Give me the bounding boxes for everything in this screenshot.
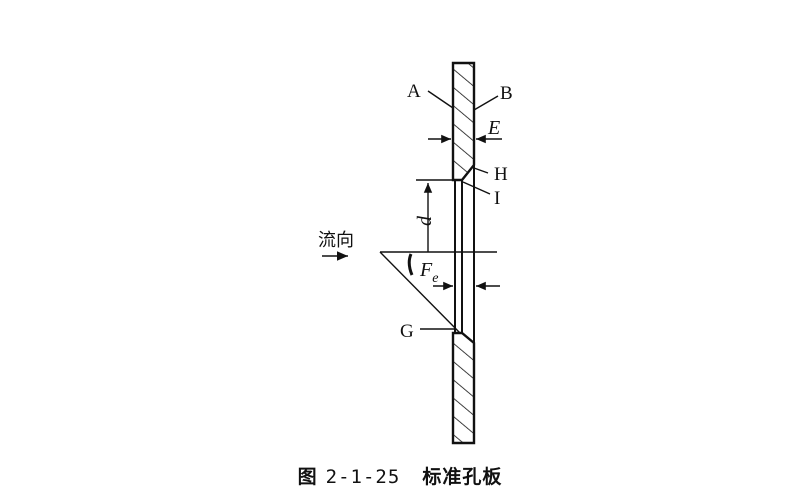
a-label: A <box>407 81 421 102</box>
bore-diameter-dimension <box>380 179 497 253</box>
e-label: E <box>487 117 500 139</box>
flow-direction-label: 流向 <box>318 230 354 251</box>
lower-plate-section <box>451 331 476 445</box>
g-label: G <box>400 321 414 342</box>
upper-plate-section <box>451 61 476 182</box>
caption-number: 2-1-25 <box>325 466 401 488</box>
fe-label: Fe <box>419 259 438 286</box>
leader-lines <box>420 90 499 330</box>
caption-prefix: 图 <box>297 466 318 488</box>
bore-lines <box>454 165 475 343</box>
h-label: H <box>494 164 508 185</box>
i-label: I <box>494 188 500 209</box>
figure-caption: 图 2-1-25 标准孔板 <box>0 462 800 489</box>
caption-title: 标准孔板 <box>422 466 503 488</box>
b-label: B <box>500 83 513 104</box>
bevel-angle-construction <box>379 251 461 334</box>
d-label: d <box>414 215 436 226</box>
